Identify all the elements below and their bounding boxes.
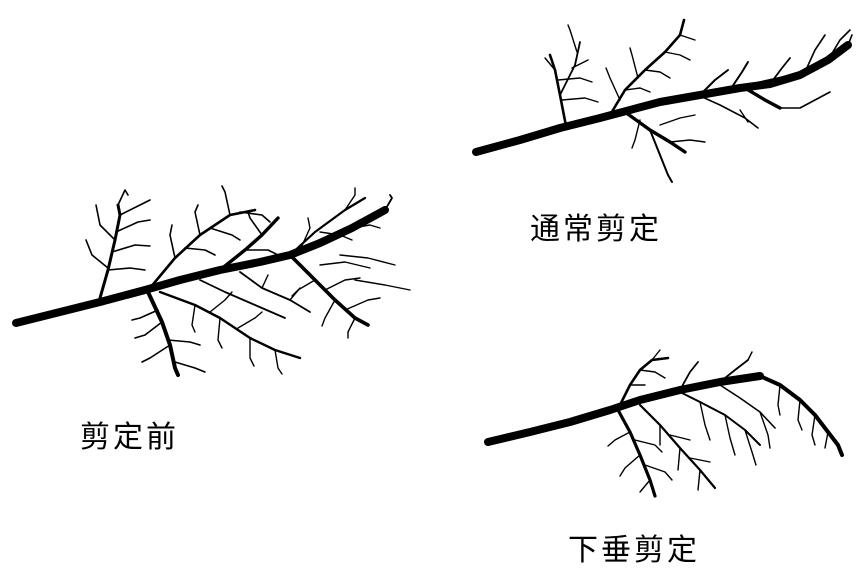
caption-normal-pruning: 通常剪定	[530, 212, 662, 247]
caption-before-pruning: 剪定前	[80, 420, 179, 455]
caption-weeping-pruning: 下垂剪定	[568, 533, 700, 568]
